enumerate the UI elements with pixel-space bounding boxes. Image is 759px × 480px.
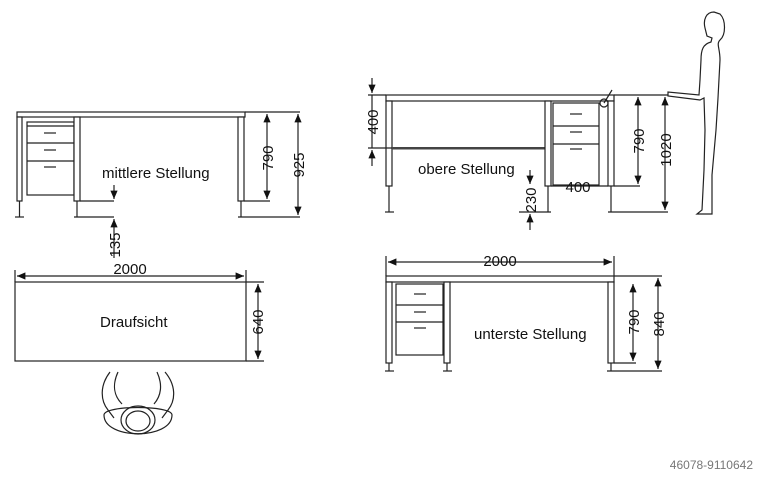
drawer-pedestal xyxy=(26,121,75,196)
dim-790-lowest: 790 xyxy=(626,309,643,334)
person-side-view-icon xyxy=(667,11,726,215)
dim-640: 640 xyxy=(250,309,267,334)
dim-2000-top: 2000 xyxy=(113,261,146,278)
dim-925: 925 xyxy=(291,152,308,177)
watermark-id: 46078-9110642 xyxy=(669,458,753,472)
dim-2000-lowest: 2000 xyxy=(483,253,516,270)
dim-230: 230 xyxy=(523,187,540,212)
label-upper-position: obere Stellung xyxy=(418,161,515,178)
desk-top-view: 2000 640 Draufsicht xyxy=(14,261,267,435)
dim-790: 790 xyxy=(260,145,277,170)
dim-840: 840 xyxy=(651,311,668,336)
label-lowest-position: unterste Stellung xyxy=(474,326,587,343)
dim-400-pedestal: 400 xyxy=(565,179,590,196)
dim-790-upper: 790 xyxy=(631,128,648,153)
dim-400-shelf: 400 xyxy=(365,109,382,134)
drawer-pedestal xyxy=(395,283,444,356)
desk-upper-position: obere Stellung 400 790 1020 400 230 xyxy=(365,11,726,230)
dim-135: 135 xyxy=(107,232,124,257)
desk-lowest-position: 2000 unterste Stellung 790 840 xyxy=(385,253,668,372)
dim-1020: 1020 xyxy=(658,133,675,166)
label-middle-position: mittlere Stellung xyxy=(102,165,210,182)
person-top-view-icon xyxy=(101,371,175,435)
desk-middle-position: mittlere Stellung 790 925 135 xyxy=(15,111,308,258)
label-top-view: Draufsicht xyxy=(100,314,168,331)
